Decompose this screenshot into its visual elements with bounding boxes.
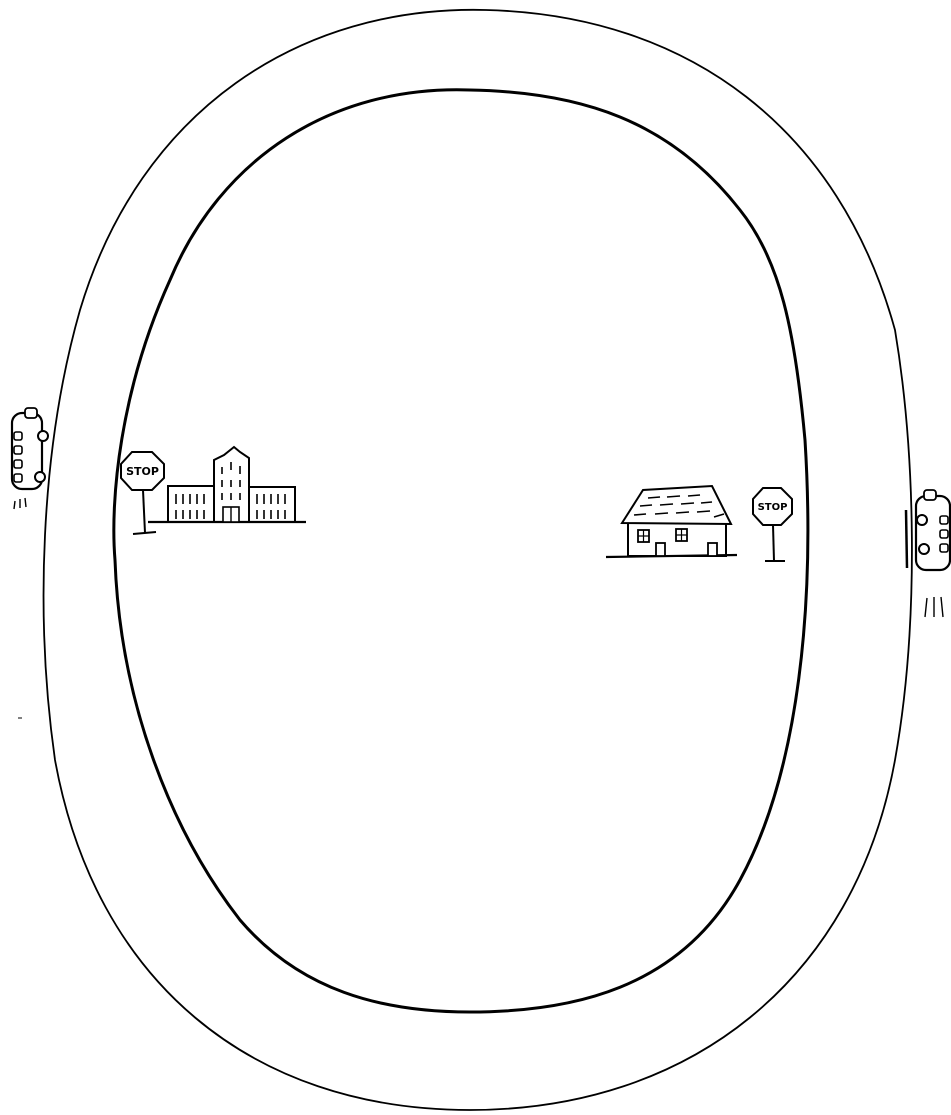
house-icon — [606, 486, 737, 557]
stop-sign-icon: STOP — [753, 488, 792, 561]
left-stop-label: STOP — [126, 465, 159, 478]
car-icon — [12, 408, 48, 489]
right-stop-label: STOP — [758, 502, 788, 513]
motion-lines-icon — [14, 498, 26, 509]
school-building-icon — [148, 447, 306, 522]
motion-lines-icon — [925, 597, 943, 617]
outer-track-edge — [44, 10, 912, 1110]
